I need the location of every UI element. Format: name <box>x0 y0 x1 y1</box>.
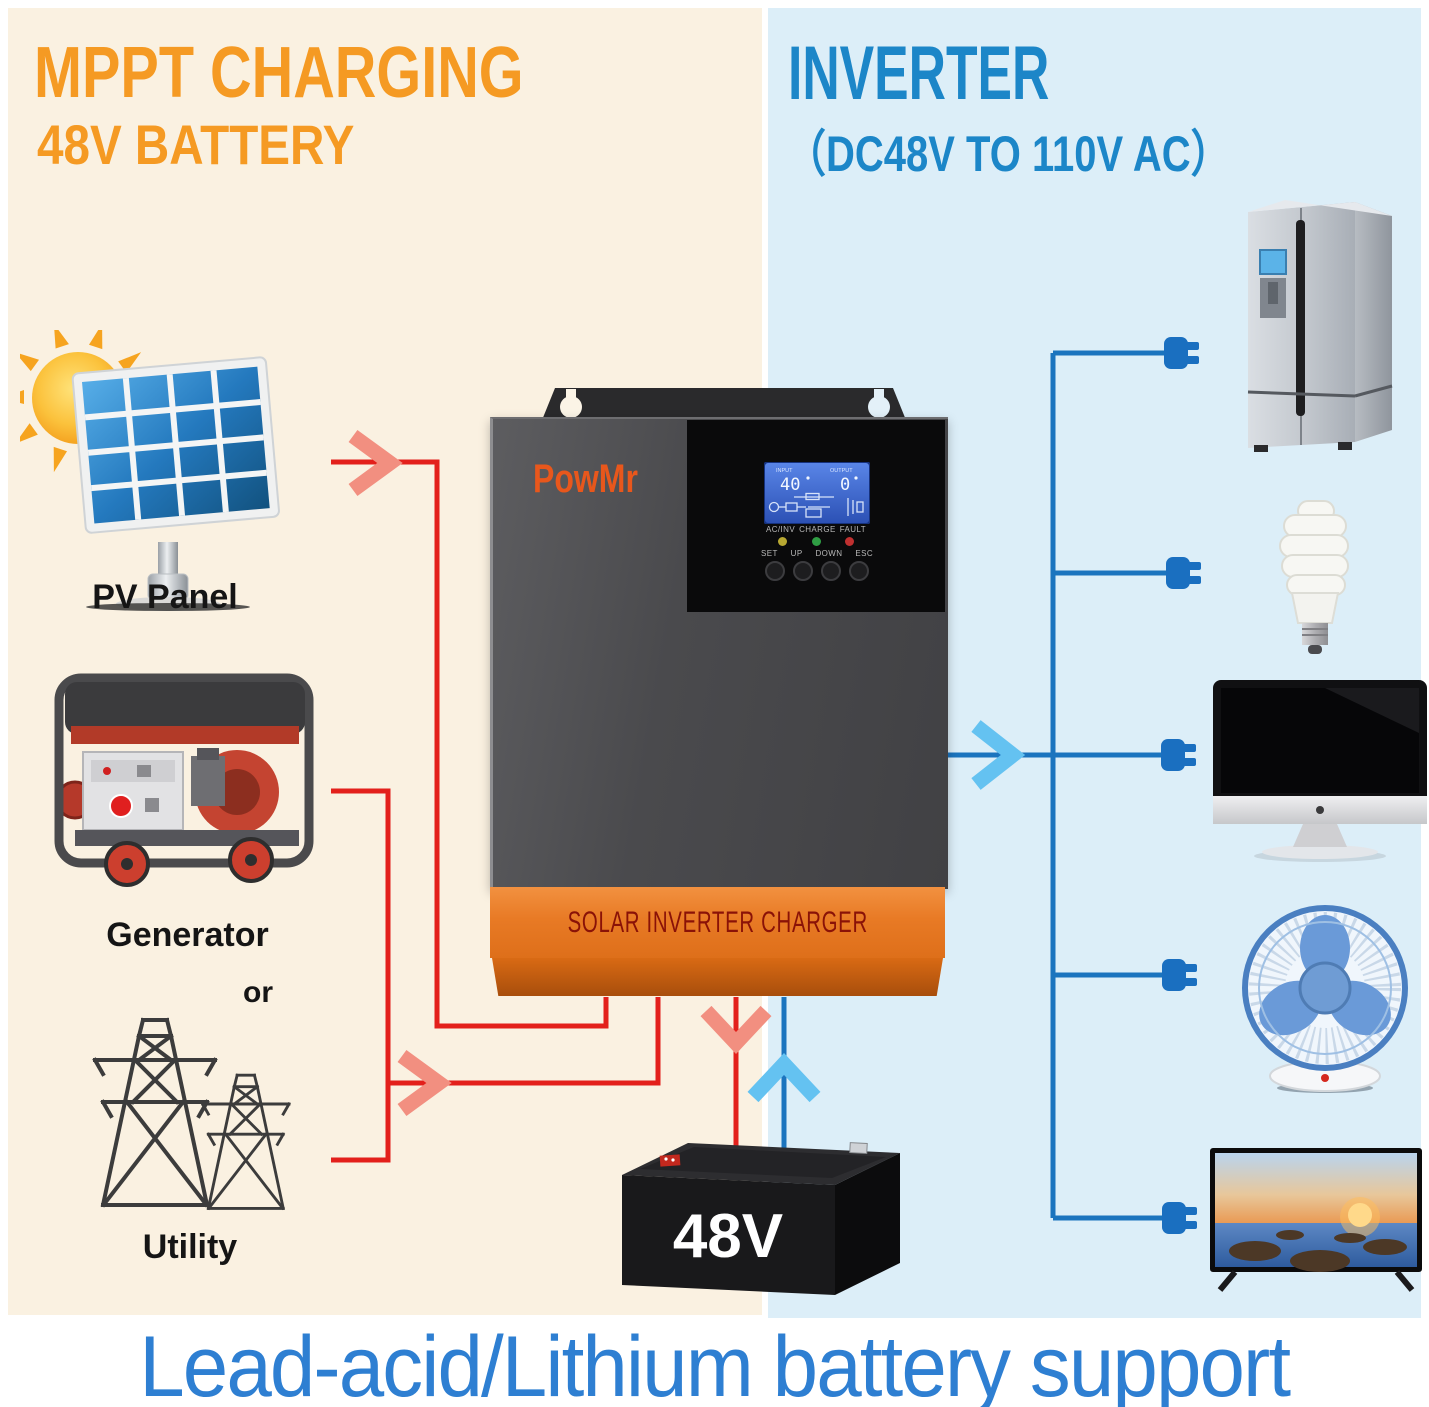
battery-48v-icon: 48V <box>622 1142 900 1295</box>
lcd-output-label: OUTPUT <box>830 468 853 474</box>
lcd-output-value: 0 <box>840 475 850 495</box>
lcd-input-value: 40 <box>780 475 800 495</box>
inverter-front-band: SOLAR INVERTER CHARGER <box>490 887 945 958</box>
mppt-title: MPPT CHARGING <box>34 33 524 113</box>
down-button-label: DOWN <box>815 549 843 558</box>
inverter-subtitle: （DC48V TO 110V AC） <box>786 126 1231 182</box>
footer-caption: Lead-acid/Lithium battery support <box>0 1318 1429 1407</box>
desk-fan-icon <box>1242 905 1408 1093</box>
large-pylon <box>92 1017 218 1208</box>
up-button[interactable] <box>793 561 813 581</box>
solar-panel-icon <box>20 330 280 611</box>
tv-icon <box>1210 1148 1422 1292</box>
band-label: SOLAR INVERTER CHARGER <box>567 905 868 939</box>
led-labels: AC/INV CHARGE FAULT <box>766 525 866 534</box>
down-button[interactable] <box>821 561 841 581</box>
generator-label: Generator <box>106 916 269 954</box>
generator-icon <box>54 673 314 887</box>
led-fault-icon <box>845 537 854 546</box>
lcd-input-label: INPUT <box>776 468 793 474</box>
battery-voltage-label: 48V <box>673 1202 783 1271</box>
set-button[interactable] <box>765 561 785 581</box>
esc-button-label: ESC <box>855 549 873 558</box>
inverter-bottom-lip <box>492 958 943 996</box>
inverter-title: INVERTER <box>788 31 1050 116</box>
rocks <box>1229 1230 1407 1272</box>
small-pylon <box>200 1073 291 1211</box>
esc-button[interactable] <box>849 561 869 581</box>
led-label-acinv: AC/INV <box>766 525 796 534</box>
utility-towers-icon <box>92 1017 291 1211</box>
brand-logo: PowMr <box>533 457 638 501</box>
fan-blades-icon <box>1259 915 1391 1036</box>
led-label-charge: CHARGE <box>799 525 836 534</box>
led-acinv-icon <box>778 537 787 546</box>
button-labels: SET UP DOWN ESC <box>761 549 873 558</box>
lcd-flow-schematic <box>768 492 864 518</box>
set-button-label: SET <box>761 549 778 558</box>
refrigerator-icon <box>1247 200 1393 452</box>
led-charge-icon <box>811 537 821 546</box>
led-label-fault: FAULT <box>839 525 866 534</box>
mppt-subtitle: 48V BATTERY <box>37 113 355 176</box>
lcd-screen: INPUT OUTPUT 40 0 <box>764 462 870 524</box>
button-row <box>761 561 873 581</box>
utility-label: Utility <box>142 1228 238 1266</box>
cfl-bulb-icon <box>1279 500 1349 654</box>
up-button-label: UP <box>790 549 803 558</box>
inverter-device: PowMr INPUT OUTPUT 40 0 <box>485 385 950 1000</box>
pv-panel-label: PV Panel <box>92 578 238 616</box>
mounting-bracket-icon <box>540 388 908 425</box>
imac-monitor-icon <box>1213 680 1427 862</box>
led-indicators <box>766 537 866 546</box>
battery-support-text: Lead-acid/Lithium battery support <box>139 1319 1292 1407</box>
or-label: or <box>243 976 273 1009</box>
apple-logo-icon <box>1316 806 1324 814</box>
